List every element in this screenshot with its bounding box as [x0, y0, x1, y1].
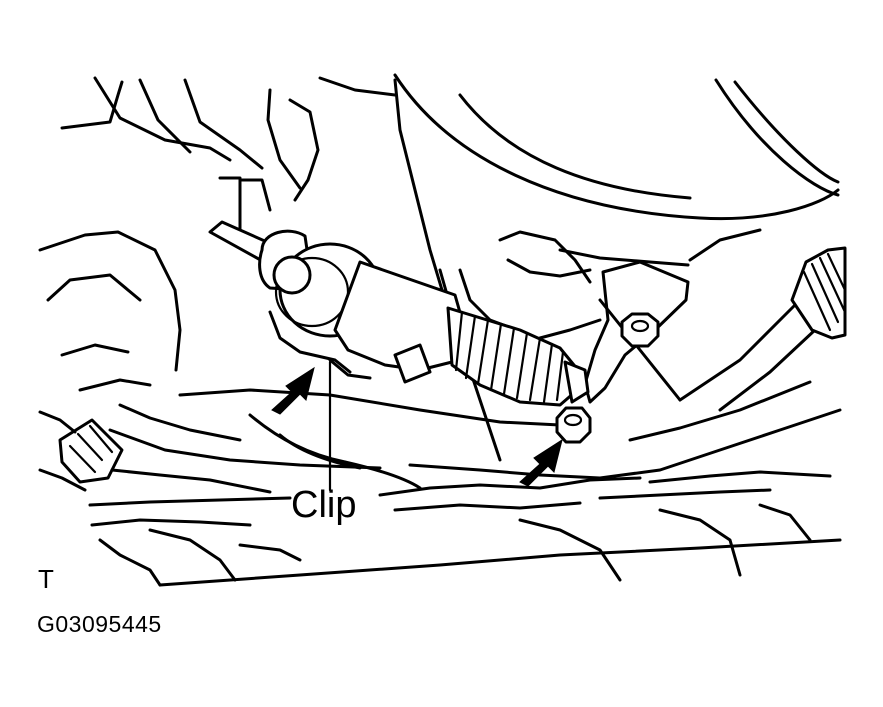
steering-rack [208, 220, 590, 407]
lower-harness [88, 413, 832, 512]
wire-connector [38, 410, 272, 494]
transmission-housing [393, 73, 840, 221]
mount-bolt-upper [620, 312, 660, 348]
clip-label: Clip [291, 484, 357, 526]
body-panel-left [38, 76, 447, 392]
arrow-right-icon [519, 438, 563, 487]
view-letter: T [38, 564, 54, 594]
right-tie-rod-boot [790, 246, 847, 340]
mount-bolt-lower [555, 406, 592, 444]
figure-code: G03095445 [37, 611, 162, 637]
arrow-left-icon [271, 366, 315, 415]
underbody [90, 503, 842, 587]
